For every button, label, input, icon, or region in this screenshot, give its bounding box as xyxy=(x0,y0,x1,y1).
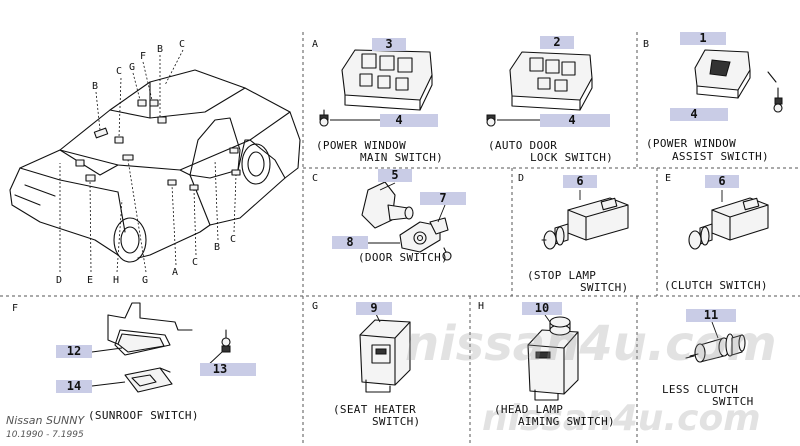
part-number-11: 11 xyxy=(703,308,719,322)
caption-power-window-main-1: (POWER WINDOW xyxy=(316,139,406,152)
caption-auto-door-2: LOCK SWITCH) xyxy=(530,151,614,164)
power-window-assist-switch-art xyxy=(694,49,783,113)
footer-model: Nissan SUNNY xyxy=(6,414,85,427)
car-label-c-bottom: C xyxy=(192,257,199,268)
part-badge-3 xyxy=(372,38,406,51)
car-leader-lines xyxy=(59,49,237,273)
section-letter-h: H xyxy=(478,301,485,312)
part-number-6b: 6 xyxy=(718,174,726,188)
part-number-14: 14 xyxy=(66,379,82,393)
caption-stop-lamp-1: (STOP LAMP xyxy=(527,269,597,282)
part-number-5: 5 xyxy=(391,168,399,182)
caption-head-lamp-2: AIMING SWITCH) xyxy=(518,415,615,428)
part-badge-1 xyxy=(680,32,726,45)
panel-grid xyxy=(0,32,800,446)
part-badge-14 xyxy=(56,380,92,393)
section-letter-e: E xyxy=(665,173,672,184)
section-letter-d: D xyxy=(518,173,525,184)
clutch-switch-art xyxy=(688,190,769,250)
part-badge-6b xyxy=(705,175,739,188)
part-badge-12 xyxy=(56,345,92,358)
car-label-h-bottom: H xyxy=(113,275,120,286)
part-badge-9 xyxy=(356,302,392,315)
car-outline xyxy=(9,69,301,263)
stop-lamp-switch-art xyxy=(541,190,629,250)
part-number-2: 2 xyxy=(553,35,561,49)
caption-door-switch: (DOOR SWITCH) xyxy=(358,251,448,264)
part-badge-8 xyxy=(332,236,368,249)
part-badge-10 xyxy=(522,302,562,315)
head-lamp-aiming-switch-art xyxy=(527,314,579,401)
car-label-b1: B xyxy=(92,81,99,92)
footer-dates: 10.1990 - 7.1995 xyxy=(6,430,84,440)
part-number-1: 1 xyxy=(699,31,707,45)
seat-heater-switch-art xyxy=(359,311,411,393)
part-number-4c: 4 xyxy=(690,107,698,121)
auto-door-lock-switch-art xyxy=(486,51,593,127)
section-letter-g: G xyxy=(312,301,319,312)
caption-clutch-switch: (CLUTCH SWITCH) xyxy=(664,279,768,292)
part-badge-11 xyxy=(686,309,736,322)
car-label-c1: C xyxy=(116,66,123,77)
part-number-6a: 6 xyxy=(576,174,584,188)
part-number-3: 3 xyxy=(385,37,393,51)
part-badge-4b xyxy=(540,114,610,127)
caption-less-clutch-2: SWITCH xyxy=(712,395,754,408)
section-letter-a: A xyxy=(312,39,319,50)
part-badge-13 xyxy=(200,363,256,376)
car-label-g-bottom: G xyxy=(142,275,149,286)
part-number-13: 13 xyxy=(212,362,228,376)
car-label-d-bottom: D xyxy=(56,275,63,286)
caption-sunroof-switch: (SUNROOF SWITCH) xyxy=(88,409,199,422)
watermark-center: nissan4u.com xyxy=(405,316,777,372)
part-number-10: 10 xyxy=(534,301,550,315)
section-letter-c: C xyxy=(312,173,319,184)
car-label-c-right: C xyxy=(230,234,237,245)
caption-power-window-assist-1: (POWER WINDOW xyxy=(646,137,736,150)
car-label-b2: B xyxy=(157,44,164,55)
caption-stop-lamp-2: SWITCH) xyxy=(580,281,629,294)
sunroof-switch-art xyxy=(91,302,231,393)
part-badge-5 xyxy=(378,169,412,182)
caption-less-clutch-1: LESS CLUTCH xyxy=(662,383,739,396)
door-switch-art xyxy=(360,181,452,261)
part-badge-6a xyxy=(563,175,597,188)
part-number-4a: 4 xyxy=(395,113,403,127)
car-label-e-bottom: E xyxy=(87,275,94,286)
section-letter-b: B xyxy=(643,39,650,50)
part-number-12: 12 xyxy=(66,344,82,358)
car-label-c2: C xyxy=(179,39,186,50)
section-letter-f: F xyxy=(12,303,19,314)
part-badge-7 xyxy=(420,192,466,205)
caption-seat-heater-1: (SEAT HEATER xyxy=(333,403,417,416)
part-badge-4c xyxy=(670,108,728,121)
part-badge-2 xyxy=(540,36,574,49)
part-badge-4a xyxy=(380,114,438,127)
part-number-9: 9 xyxy=(370,301,378,315)
caption-auto-door-1: (AUTO DOOR xyxy=(488,139,558,152)
caption-power-window-assist-2: ASSIST SWICTH) xyxy=(672,150,769,163)
car-label-b-bottom: B xyxy=(214,242,221,253)
car-label-g1: G xyxy=(129,62,136,73)
power-window-main-switch-art xyxy=(319,49,433,127)
part-number-4b: 4 xyxy=(568,113,576,127)
part-number-8: 8 xyxy=(346,235,354,249)
watermark-bottom: nissan4u.com xyxy=(482,398,761,439)
caption-power-window-main-2: MAIN SWITCH) xyxy=(360,151,444,164)
car-label-f1: F xyxy=(140,51,147,62)
car-label-a-bottom: A xyxy=(172,267,179,278)
less-clutch-switch-art xyxy=(685,321,746,363)
caption-head-lamp-1: (HEAD LAMP xyxy=(494,403,564,416)
part-number-7: 7 xyxy=(439,191,447,205)
caption-seat-heater-2: SWITCH) xyxy=(372,415,421,428)
